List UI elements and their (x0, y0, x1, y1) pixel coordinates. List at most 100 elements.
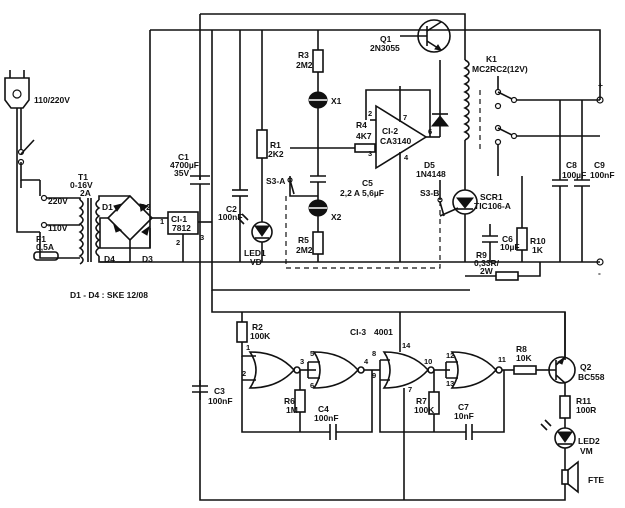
r1-value: 2K2 (268, 149, 284, 159)
capacitor-c4 (300, 370, 373, 440)
r11-ref: R11 (576, 396, 591, 406)
r11-value: 100R (576, 405, 596, 415)
r9-ref: R9 (476, 250, 487, 260)
r10-value: 1K (532, 245, 544, 255)
led1-color: VD (250, 257, 262, 267)
ci2-pin4: 4 (404, 153, 409, 162)
out-plus: + (598, 80, 603, 90)
d3-label: D3 (142, 254, 153, 264)
led2 (540, 419, 576, 470)
resistor-r5 (312, 231, 324, 262)
ci2-pin2: 2 (368, 109, 372, 118)
s3a-label: S3-A (266, 176, 285, 186)
c7-ref: C7 (458, 402, 469, 412)
q1-ref: Q1 (380, 34, 392, 44)
d5-part: 1N4148 (416, 169, 446, 179)
led2-color: VM (580, 446, 593, 456)
ci1-part: 7812 (172, 223, 191, 233)
r7-ref: R7 (416, 396, 427, 406)
pin-1: 1 (246, 343, 250, 352)
led1 (237, 213, 273, 262)
capacitor-c6 (482, 224, 498, 262)
transformer-current: 2A (80, 188, 91, 198)
capacitor-c1 (190, 175, 210, 262)
r9-value: 0,33R/ (474, 258, 500, 268)
pin-13: 13 (446, 379, 454, 388)
pin-11: 11 (498, 355, 506, 364)
ci2-pin3: 3 (368, 149, 372, 158)
electrode-x2 (308, 199, 328, 232)
bridge-note: D1 - D4 : SKE 12/08 (70, 290, 148, 300)
pin-7: 7 (408, 385, 412, 394)
c5-value: 2,2 A 5,6µF (340, 188, 384, 198)
relay-k1 (463, 52, 600, 176)
c1-value: 4700µF (170, 160, 199, 170)
nor-gate-4 (445, 351, 514, 389)
c6-value: 10µF (500, 242, 520, 252)
c3-ref: C3 (214, 386, 225, 396)
x1-label: X1 (331, 96, 342, 106)
d4-label: D4 (104, 254, 115, 264)
c7-value: 10nF (454, 411, 474, 421)
fuse-value: 0,5A (36, 242, 54, 252)
opamp-ci2 (318, 86, 440, 262)
fuse-f1 (33, 251, 59, 261)
r4-ref: R4 (356, 120, 367, 130)
ground-rail-lower (199, 262, 560, 501)
ci3-ref: CI-3 (350, 327, 366, 337)
ci1-ref: CI-1 (171, 214, 187, 224)
capacitor-c9 (574, 100, 590, 262)
pin-9: 9 (372, 371, 376, 380)
fuse-ref: F1 (36, 234, 46, 244)
switch-s3b (437, 180, 445, 217)
c9-value: 100nF (590, 170, 615, 180)
capacitor-c2 (232, 30, 248, 262)
r2-value: 100K (250, 331, 271, 341)
transistor-q2 (548, 312, 576, 396)
k1-ref: K1 (486, 54, 497, 64)
switch-s3a (285, 147, 441, 269)
pin-5: 5 (310, 349, 314, 358)
scr1-ref: SCR1 (480, 192, 503, 202)
c4-value: 100nF (314, 413, 339, 423)
transformer-rating: 0-16V (70, 180, 93, 190)
ci2-ref: CI-2 (382, 126, 398, 136)
r3-ref: R3 (298, 50, 309, 60)
r6-value: 1M (286, 405, 298, 415)
speaker-label: FTE (588, 475, 604, 485)
positive-rail (150, 29, 601, 100)
d5-ref: D5 (424, 160, 435, 170)
r8-ref: R8 (516, 344, 527, 354)
c5-ref: C5 (362, 178, 373, 188)
d1-label: D1 (102, 202, 113, 212)
r5-ref: R5 (298, 235, 309, 245)
c8-ref: C8 (566, 160, 577, 170)
q1-part: 2N3055 (370, 43, 400, 53)
c3-value: 100nF (208, 396, 233, 406)
scr1-part: TIC106-A (474, 201, 511, 211)
pin-2: 2 (242, 369, 246, 378)
q1-collector-rail (200, 13, 466, 52)
c1-ref: C1 (178, 152, 189, 162)
r9-power: 2W (480, 266, 494, 276)
resistor-r10 (516, 176, 528, 262)
pin-3: 3 (300, 357, 304, 366)
nor-gate-3 (379, 312, 450, 500)
ci2-pin7: 7 (403, 113, 407, 122)
resistor-r3 (312, 30, 324, 92)
pin-8: 8 (372, 349, 376, 358)
ci2-pin6: 6 (428, 127, 432, 136)
scr1 (439, 176, 478, 262)
ci1-pin1: 1 (160, 217, 164, 226)
capacitor-c3 (192, 380, 208, 400)
resistor-r8 (513, 365, 548, 375)
r5-value: 2M2 (296, 245, 313, 255)
resistor-r11 (559, 395, 571, 428)
r7-value: 100K (414, 405, 435, 415)
r6-ref: R6 (284, 396, 295, 406)
c4-ref: C4 (318, 404, 329, 414)
led1-ref: LED1 (244, 248, 266, 258)
sel-220-label: 220V (48, 196, 68, 206)
capacitor-c7 (434, 370, 505, 440)
output-terminals (596, 96, 604, 266)
